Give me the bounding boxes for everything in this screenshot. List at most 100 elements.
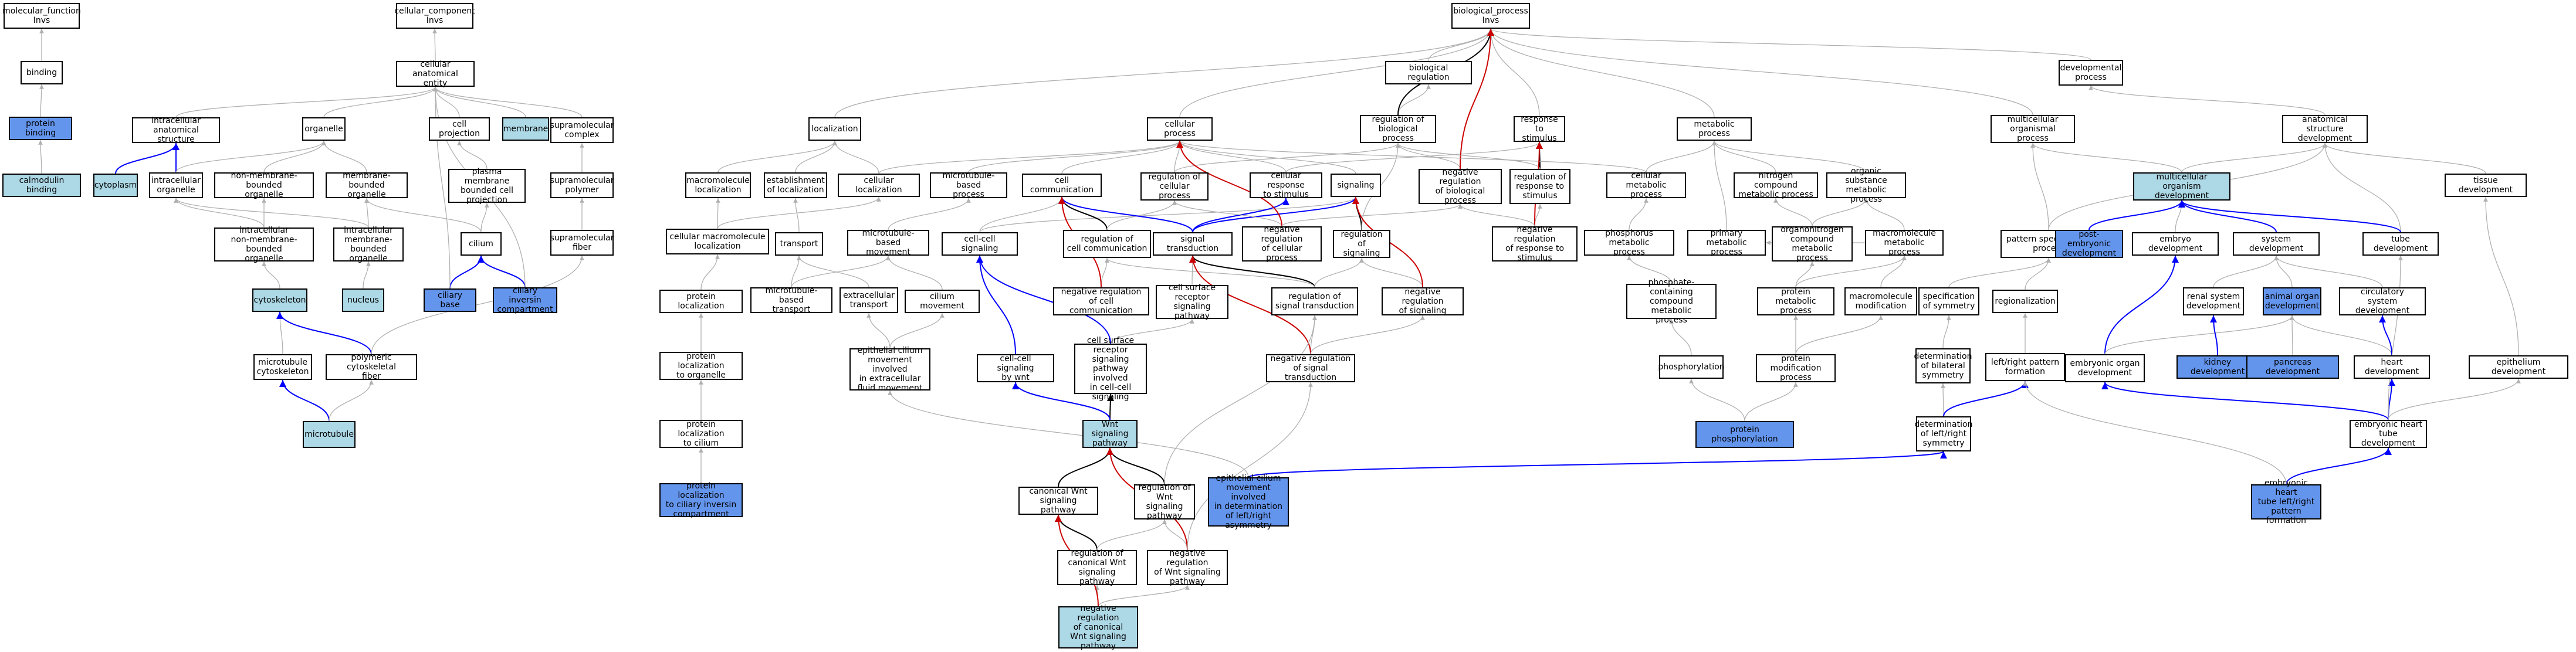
- node-organonitrogen-compound-metabolic-process[interactable]: organonitrogen compound metabolic proces…: [1772, 225, 1853, 263]
- node-embryonic-heart-tube-left-right-pattern-formation[interactable]: embryonic heart tube left/right pattern …: [2251, 478, 2321, 525]
- node-organic-substance-metabolic-process[interactable]: organic substance metabolic process: [1826, 167, 1906, 204]
- node-molecular-function[interactable]: molecular_function Invs: [2, 3, 81, 29]
- node-negative-regulation-of-cellular-process[interactable]: negative regulation of cellular process: [1242, 225, 1322, 263]
- node-biological-process[interactable]: biological_process Invs: [1451, 3, 1530, 29]
- node-pancreas-development[interactable]: pancreas development: [2246, 355, 2339, 379]
- node-plasma-membrane-bounded-cell-projection[interactable]: plasma membrane bounded cell projection: [448, 167, 526, 205]
- node-embryonic-organ-development[interactable]: embryonic organ development: [2065, 354, 2145, 382]
- node-supramolecular-fiber[interactable]: supramolecular fiber: [550, 230, 614, 256]
- node-animal-organ-development[interactable]: animal organ development: [2263, 287, 2321, 315]
- node-protein-phosphorylation[interactable]: protein phosphorylation: [1695, 421, 1794, 448]
- node-phosphorylation[interactable]: phosphorylation: [1658, 355, 1725, 379]
- node-protein-localization-to-ciliary-inversin-compartment[interactable]: protein localization to ciliary inversin…: [659, 481, 743, 519]
- node-intracellular-non-membrane-bounded-organelle[interactable]: intracellular non-membrane-bounded organ…: [214, 226, 314, 263]
- node-binding[interactable]: binding: [21, 61, 63, 84]
- node-intracellular-membrane-bounded-organelle[interactable]: intracellular membrane-bounded organelle: [333, 226, 404, 263]
- node-determination-of-bilateral-symmetry[interactable]: determination of bilateral symmetry: [1914, 348, 1972, 383]
- node-metabolic-process[interactable]: metabolic process: [1677, 117, 1752, 141]
- node-signal-transduction[interactable]: signal transduction: [1153, 232, 1233, 256]
- node-phosphate-containing-compound-metabolic-process[interactable]: phosphate-containing compound metabolic …: [1626, 278, 1717, 325]
- node-multicellular-organism-development[interactable]: multicellular organism development: [2133, 172, 2230, 201]
- node-cilium-movement[interactable]: cilium movement: [905, 290, 980, 313]
- node-response-to-stimulus[interactable]: response to stimulus: [1514, 115, 1565, 143]
- node-wnt-signaling-pathway[interactable]: Wnt signaling pathway: [1082, 420, 1138, 448]
- node-canonical-wnt-signaling-pathway[interactable]: canonical Wnt signaling pathway: [1018, 487, 1098, 515]
- node-macromolecule-modification[interactable]: macromolecule modification: [1844, 287, 1917, 315]
- node-tissue-development[interactable]: tissue development: [2445, 174, 2527, 197]
- node-cilium[interactable]: cilium: [461, 232, 502, 256]
- node-signaling[interactable]: signaling: [1331, 174, 1381, 197]
- node-microtubule[interactable]: microtubule: [303, 421, 356, 448]
- node-cell-cell-signaling[interactable]: cell-cell signaling: [942, 232, 1018, 256]
- node-cellular-localization[interactable]: cellular localization: [838, 174, 920, 197]
- node-negative-regulation-of-canonical-wnt-signaling-pathway[interactable]: negative regulation of canonical Wnt sig…: [1058, 604, 1138, 651]
- node-biological-regulation[interactable]: biological regulation: [1385, 61, 1472, 84]
- node-negative-regulation-of-response-to-stimulus[interactable]: negative regulation of response to stimu…: [1492, 225, 1578, 263]
- node-multicellular-organismal-process[interactable]: multicellular organismal process: [1991, 115, 2075, 143]
- node-epithelial-cilium-movement-extracellular[interactable]: epithelial cilium movement involved in e…: [849, 346, 930, 393]
- node-nitrogen-compound-metabolic-process[interactable]: nitrogen compound metabolic process: [1734, 171, 1818, 199]
- node-macromolecule-metabolic-process[interactable]: macromolecule metabolic process: [1865, 229, 1944, 257]
- node-cell-surface-receptor-pathway-cell-cell[interactable]: cell surface receptor signaling pathway …: [1074, 336, 1147, 402]
- node-cellular-process[interactable]: cellular process: [1147, 117, 1213, 141]
- node-negative-regulation-of-biological-process[interactable]: negative regulation of biological proces…: [1419, 168, 1502, 205]
- node-cytoskeleton[interactable]: cytoskeleton: [252, 288, 307, 312]
- node-microtubule-based-movement[interactable]: microtubule-based movement: [847, 229, 929, 257]
- node-intracellular-organelle[interactable]: intracellular organelle: [149, 172, 203, 198]
- node-localization[interactable]: localization: [808, 117, 861, 141]
- node-supramolecular-complex[interactable]: supramolecular complex: [550, 117, 614, 143]
- node-system-development[interactable]: system development: [2233, 232, 2320, 256]
- node-circulatory-system-development[interactable]: circulatory system development: [2339, 287, 2426, 315]
- node-cellular-anatomical-entity[interactable]: cellular anatomical entity: [396, 60, 475, 88]
- node-nucleus[interactable]: nucleus: [342, 288, 384, 312]
- node-post-embryonic-development[interactable]: post-embryonic development: [2055, 230, 2123, 258]
- node-protein-localization[interactable]: protein localization: [659, 290, 743, 313]
- node-establishment-of-localization[interactable]: establishment of localization: [764, 172, 827, 198]
- node-protein-modification-process[interactable]: protein modification process: [1756, 354, 1836, 382]
- node-regulation-of-biological-process[interactable]: regulation of biological process: [1360, 115, 1436, 143]
- node-cellular-metabolic-process[interactable]: cellular metabolic process: [1606, 171, 1686, 199]
- node-determination-of-left-right-symmetry[interactable]: determination of left/right symmetry: [1915, 416, 1972, 451]
- node-negative-regulation-of-wnt-signaling-pathway[interactable]: negative regulation of Wnt signaling pat…: [1147, 549, 1228, 586]
- node-ciliary-base[interactable]: ciliary base: [424, 288, 476, 312]
- node-regulation-of-response-to-stimulus[interactable]: regulation of response to stimulus: [1509, 169, 1570, 204]
- node-protein-metabolic-process[interactable]: protein metabolic process: [1757, 287, 1834, 315]
- node-cellular-response-to-stimulus[interactable]: cellular response to stimulus: [1250, 171, 1322, 199]
- node-regulation-of-cellular-process[interactable]: regulation of cellular process: [1140, 172, 1209, 201]
- node-negative-regulation-of-cell-communication[interactable]: negative regulation of cell communicatio…: [1053, 287, 1149, 315]
- node-regulation-of-wnt-signaling-pathway[interactable]: regulation of Wnt signaling pathway: [1134, 483, 1195, 521]
- node-anatomical-structure-development[interactable]: anatomical structure development: [2282, 115, 2368, 143]
- node-macromolecule-localization[interactable]: macromolecule localization: [685, 172, 751, 198]
- node-microtubule-based-transport[interactable]: microtubule-based transport: [750, 286, 832, 314]
- node-heart-development[interactable]: heart development: [2354, 355, 2430, 379]
- node-calmodulin-binding[interactable]: calmodulin binding: [2, 174, 81, 197]
- node-cell-surface-receptor-signaling-pathway[interactable]: cell surface receptor signaling pathway: [1156, 283, 1228, 321]
- node-protein-binding[interactable]: protein binding: [9, 117, 72, 140]
- node-supramolecular-polymer[interactable]: supramolecular polymer: [550, 172, 614, 198]
- node-extracellular-transport[interactable]: extracellular transport: [840, 287, 898, 313]
- node-tube-development[interactable]: tube development: [2362, 232, 2439, 256]
- node-phosphorus-metabolic-process[interactable]: phosphorus metabolic process: [1584, 229, 1674, 257]
- node-polymeric-cytoskeletal-fiber[interactable]: polymeric cytoskeletal fiber: [326, 353, 417, 381]
- node-regulation-of-cell-communication[interactable]: regulation of cell communication: [1063, 230, 1151, 258]
- node-cell-cell-signaling-by-wnt[interactable]: cell-cell signaling by wnt: [977, 354, 1054, 382]
- node-kidney-development[interactable]: kidney development: [2176, 355, 2259, 379]
- node-primary-metabolic-process[interactable]: primary metabolic process: [1687, 229, 1766, 257]
- node-cell-projection[interactable]: cell projection: [429, 117, 490, 141]
- node-developmental-process[interactable]: developmental process: [2059, 60, 2123, 86]
- node-cellular-component[interactable]: cellular_component Invs: [394, 3, 475, 29]
- node-embryo-development[interactable]: embryo development: [2132, 232, 2219, 256]
- node-embryonic-heart-tube-development[interactable]: embryonic heart tube development: [2350, 420, 2427, 448]
- node-intracellular-anatomical-structure[interactable]: intracellular anatomical structure: [132, 116, 220, 144]
- node-protein-localization-to-organelle[interactable]: protein localization to organelle: [659, 352, 743, 380]
- node-renal-system-development[interactable]: renal system development: [2183, 287, 2244, 315]
- node-specification-of-symmetry[interactable]: specification of symmetry: [1918, 287, 1979, 315]
- node-protein-localization-to-cilium[interactable]: protein localization to cilium: [659, 420, 743, 448]
- node-membrane-bounded-organelle[interactable]: membrane-bounded organelle: [326, 171, 408, 199]
- node-microtubule-cytoskeleton[interactable]: microtubule cytoskeleton: [253, 354, 312, 380]
- node-transport[interactable]: transport: [775, 232, 823, 256]
- node-cellular-macromolecule-localization[interactable]: cellular macromolecule localization: [666, 229, 769, 254]
- node-left-right-pattern-formation[interactable]: left/right pattern formation: [1985, 353, 2065, 381]
- node-epithelium-development[interactable]: epithelium development: [2469, 355, 2568, 379]
- node-negative-regulation-of-signal-transduction[interactable]: negative regulation of signal transducti…: [1266, 354, 1355, 382]
